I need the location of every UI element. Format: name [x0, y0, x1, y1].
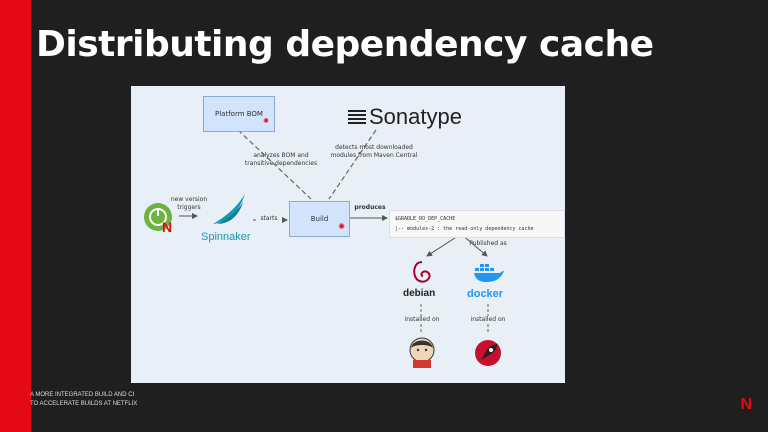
- debian-label: debian: [403, 288, 436, 299]
- produces-label: produces: [354, 204, 386, 211]
- trigger-label: new version triggers: [170, 196, 208, 211]
- code-line-1: $GRADLE_RO_DEP_CACHE: [395, 216, 456, 222]
- cache-code-block: $GRADLE_RO_DEP_CACHE |-- modules-2 : the…: [389, 210, 565, 238]
- gear-icon: ✺: [263, 117, 269, 125]
- detects-label: detects most downloaded modules from Mav…: [330, 144, 418, 159]
- spinnaker-label: Spinnaker: [201, 231, 251, 243]
- code-line-2: |-- modules-2 : the read-only dependency…: [395, 226, 534, 232]
- docker-whale-icon: [474, 264, 504, 282]
- netflix-logo: N: [740, 396, 752, 413]
- spinnaker-icon: [213, 194, 245, 224]
- rocket-icon: [475, 340, 501, 366]
- installed-on-right-label: installed on: [467, 316, 509, 324]
- docker-label: docker: [467, 288, 504, 300]
- jenkins-icon: [409, 337, 435, 368]
- analyzes-label: analyzes BOM and transitive dependencies: [244, 152, 318, 167]
- debian-swirl-icon: [413, 261, 431, 283]
- build-box: Build ✺: [289, 201, 350, 237]
- accent-strip: [0, 0, 31, 432]
- installed-on-left-label: installed on: [401, 316, 443, 324]
- footer-line-2: TO ACCELERATE BUILDS AT NETFLIX: [30, 401, 138, 407]
- sonatype-text: Sonatype: [369, 104, 462, 129]
- bom-connector: [237, 129, 312, 200]
- netflix-n-icon: N: [162, 219, 173, 235]
- starts-label: starts: [256, 215, 282, 223]
- published-label: Published as: [469, 240, 507, 247]
- spring-icon: [144, 203, 172, 231]
- gradle-icon: ✺: [338, 222, 345, 231]
- platform-bom-label: Platform BOM: [215, 110, 263, 118]
- diagram-panel: Platform BOM ✺ Sonatype analyzes BOM and…: [131, 86, 565, 383]
- platform-bom-box: Platform BOM ✺: [203, 96, 275, 132]
- sonatype-mark-icon: [348, 110, 366, 124]
- build-label: Build: [310, 215, 329, 223]
- sonatype-connector: [328, 129, 377, 200]
- slide-footer: A MORE INTEGRATED BUILD AND CI TO ACCELE…: [26, 391, 137, 409]
- footer-line-1: A MORE INTEGRATED BUILD AND CI: [30, 392, 135, 398]
- slide-title: Distributing dependency cache: [36, 24, 654, 65]
